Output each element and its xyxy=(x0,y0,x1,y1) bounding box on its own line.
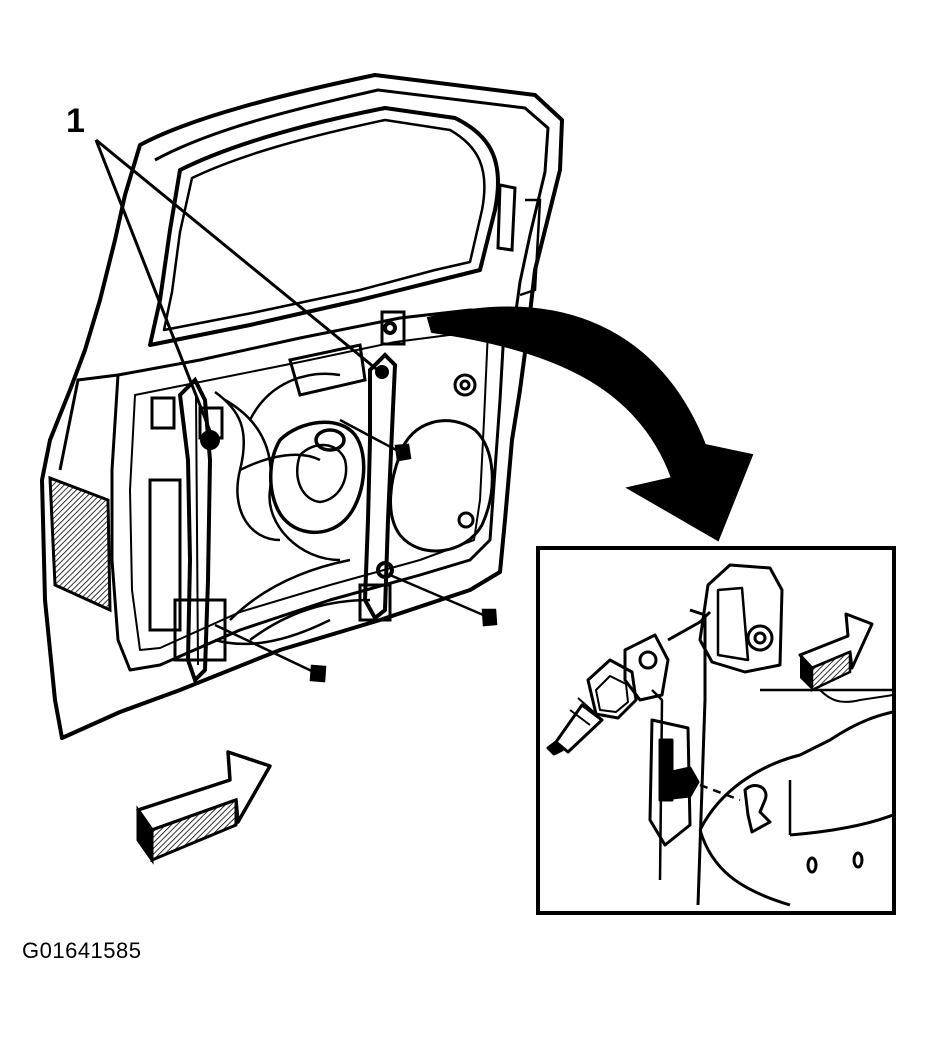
callout-label-1: 1 xyxy=(66,102,85,140)
detail-inset xyxy=(536,546,896,915)
callout-leaders xyxy=(94,138,381,437)
fastener-bolts xyxy=(214,418,498,683)
regulator-rail-right xyxy=(358,310,406,622)
window-opening xyxy=(148,106,501,347)
door-edge-line xyxy=(58,373,119,471)
view-arrow-main xyxy=(136,750,272,865)
door-shell xyxy=(40,73,564,740)
regulator-rail-left xyxy=(148,376,227,684)
latch-slot xyxy=(496,183,542,297)
wiring-harness xyxy=(214,372,371,646)
detail-curved-arrow xyxy=(426,306,754,542)
speaker-opening xyxy=(389,373,494,553)
door-edge-shading xyxy=(48,475,112,613)
figure-id: G01641585 xyxy=(22,938,142,963)
inner-panel xyxy=(110,308,507,672)
regulator-motor xyxy=(269,343,367,535)
